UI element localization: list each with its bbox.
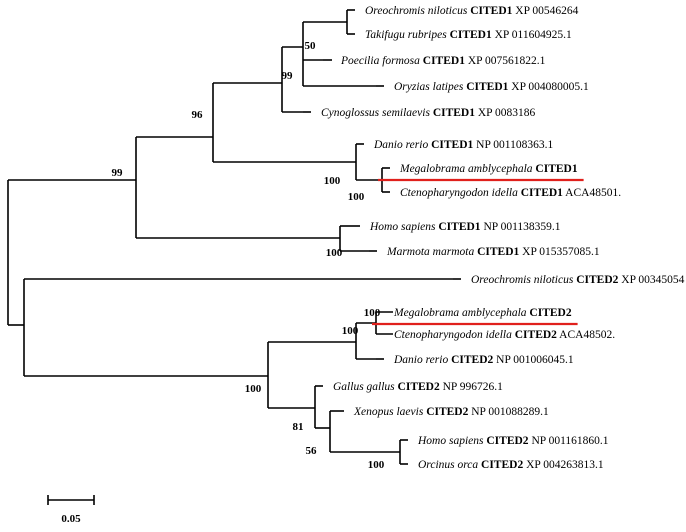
leaf-gene: CITED2: [515, 329, 557, 341]
leaf-accession: XP 007561822.1: [465, 55, 546, 67]
leaf-label: Homo sapiens CITED2 NP 001161860.1: [417, 435, 609, 447]
bootstrap-value: 96: [192, 109, 204, 121]
leaf-species: Ctenopharyngodon idella: [394, 329, 515, 341]
leaf-accession: XP 011604925.1: [492, 29, 572, 41]
leaf-gene: CITED1: [521, 187, 563, 199]
leaf-accession: ACA48501.: [563, 187, 621, 199]
leaf-species: Homo sapiens: [369, 221, 438, 233]
bootstrap-value: 100: [364, 307, 381, 319]
leaf-label: Xenopus laevis CITED2 NP 001088289.1: [353, 406, 549, 418]
leaf-species: Homo sapiens: [417, 435, 486, 447]
leaf-species: Poecilia formosa: [340, 55, 423, 67]
leaf-accession: NP 996726.1: [440, 381, 503, 393]
leaf-species: Danio rerio: [373, 139, 431, 151]
bootstrap-value: 50: [305, 40, 317, 52]
leaf-species: Orcinus orca: [418, 459, 481, 471]
bootstrap-value: 100: [326, 247, 343, 259]
highlight-underlines: [372, 178, 584, 326]
bootstrap-value: 100: [324, 175, 341, 187]
leaf-species: Cynoglossus semilaevis: [321, 107, 433, 119]
leaf-species: Megalobrama amblycephala: [393, 307, 529, 319]
leaf-labels: Oreochromis niloticus CITED1 XP 00546264…: [321, 5, 685, 471]
leaf-label: Poecilia formosa CITED1 XP 007561822.1: [340, 55, 546, 67]
leaf-gene: CITED1: [438, 221, 480, 233]
leaf-accession: NP 001088289.1: [468, 406, 549, 418]
leaf-gene: CITED1: [450, 29, 492, 41]
scale-bar: 0.05: [47, 495, 95, 525]
leaf-gene: CITED2: [529, 307, 571, 319]
leaf-gene: CITED1: [423, 55, 465, 67]
leaf-label: Cynoglossus semilaevis CITED1 XP 0083186: [321, 107, 536, 119]
leaf-label: Ctenopharyngodon idella CITED1 ACA48501.: [400, 187, 621, 199]
leaf-accession: NP 001138359.1: [481, 221, 561, 233]
leaf-gene: CITED2: [481, 459, 523, 471]
leaf-label: Homo sapiens CITED1 NP 001138359.1: [369, 221, 561, 233]
leaf-accession: XP 004263813.1: [523, 459, 604, 471]
leaf-species: Oryzias latipes: [394, 81, 466, 93]
leaf-accession: NP 001161860.1: [529, 435, 609, 447]
leaf-gene: CITED1: [535, 163, 577, 175]
leaf-gene: CITED1: [477, 246, 519, 258]
leaf-species: Oreochromis niloticus: [471, 274, 576, 286]
leaf-species: Danio rerio: [393, 354, 451, 366]
leaf-gene: CITED1: [466, 81, 508, 93]
bootstrap-value: 100: [348, 191, 365, 203]
bootstrap-value: 81: [293, 421, 304, 433]
leaf-gene: CITED2: [576, 274, 618, 286]
bootstrap-value: 99: [282, 70, 294, 82]
bootstrap-value: 100: [245, 383, 262, 395]
leaf-accession: NP 001108363.1: [473, 139, 553, 151]
leaf-gene: CITED2: [398, 381, 440, 393]
leaf-label: Orcinus orca CITED2 XP 004263813.1: [418, 459, 604, 471]
leaf-species: Oreochromis niloticus: [365, 5, 470, 17]
leaf-label: Ctenopharyngodon idella CITED2 ACA48502.: [394, 329, 615, 341]
leaf-gene: CITED1: [431, 139, 473, 151]
leaf-species: Marmota marmota: [386, 246, 477, 258]
leaf-label: Megalobrama amblycephala CITED1: [399, 163, 578, 175]
bootstrap-value: 100: [368, 459, 385, 471]
leaf-accession: XP 004080005.1: [508, 81, 589, 93]
leaf-accession: XP 0083186: [475, 107, 536, 119]
leaf-label: Oreochromis niloticus CITED1 XP 00546264: [365, 5, 579, 17]
tree-branches: [7, 9, 461, 465]
leaf-label: Danio rerio CITED1 NP 001108363.1: [373, 139, 553, 151]
leaf-label: Marmota marmota CITED1 XP 015357085.1: [386, 246, 600, 258]
scale-bar-label: 0.05: [61, 513, 81, 525]
leaf-gene: CITED2: [426, 406, 468, 418]
leaf-species: Gallus gallus: [333, 381, 398, 393]
leaf-label: Gallus gallus CITED2 NP 996726.1: [333, 381, 503, 393]
leaf-accession: XP 015357085.1: [519, 246, 600, 258]
leaf-accession: XP 00546264: [512, 5, 578, 17]
bootstrap-value: 56: [306, 445, 318, 457]
leaf-label: Megalobrama amblycephala CITED2: [393, 307, 572, 319]
leaf-gene: CITED2: [486, 435, 528, 447]
leaf-gene: CITED2: [451, 354, 493, 366]
leaf-gene: CITED1: [433, 107, 475, 119]
leaf-label: Danio rerio CITED2 NP 001006045.1: [393, 354, 574, 366]
leaf-species: Takifugu rubripes: [365, 29, 450, 41]
leaf-accession: ACA48502.: [557, 329, 615, 341]
leaf-species: Xenopus laevis: [353, 406, 426, 418]
leaf-species: Ctenopharyngodon idella: [400, 187, 521, 199]
bootstrap-value: 100: [342, 325, 359, 337]
leaf-label: Oryzias latipes CITED1 XP 004080005.1: [394, 81, 589, 93]
leaf-label: Takifugu rubripes CITED1 XP 011604925.1: [365, 29, 572, 41]
bootstrap-value: 99: [112, 167, 124, 179]
leaf-species: Megalobrama amblycephala: [399, 163, 535, 175]
leaf-accession: NP 001006045.1: [493, 354, 574, 366]
leaf-label: Oreochromis niloticus CITED2 XP 00345054: [471, 274, 685, 286]
leaf-gene: CITED1: [470, 5, 512, 17]
leaf-accession: XP 00345054: [618, 274, 684, 286]
